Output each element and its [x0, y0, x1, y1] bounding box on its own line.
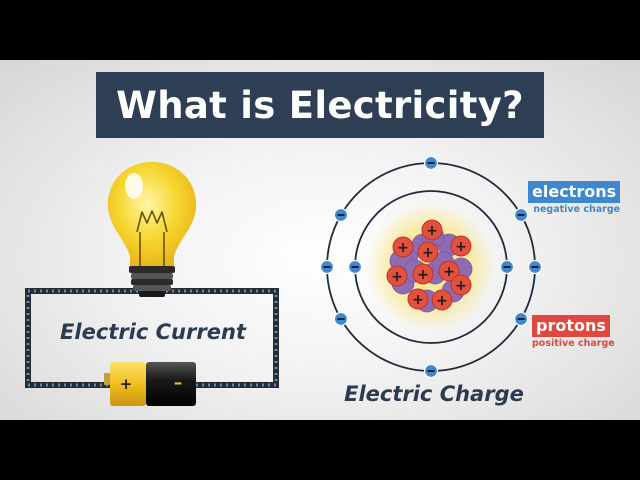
- proton: +: [386, 265, 408, 287]
- electron: [333, 207, 349, 223]
- svg-text:+: +: [417, 267, 429, 283]
- protons-sublabel: positive charge: [532, 338, 615, 349]
- electron: [347, 259, 363, 275]
- electrons-group: [319, 155, 543, 379]
- svg-text:+: +: [397, 240, 409, 256]
- svg-text:+: +: [412, 292, 424, 308]
- svg-text:+: +: [443, 264, 455, 280]
- diagram-panel: + – Electric Current ++++++++++ Electric…: [0, 60, 640, 420]
- battery-positive-sign: +: [120, 375, 133, 393]
- svg-text:+: +: [422, 245, 434, 261]
- proton: +: [431, 289, 453, 311]
- protons-legend: protons positive charge: [532, 315, 615, 349]
- electrons-label: electrons: [528, 181, 621, 203]
- proton: +: [407, 288, 429, 310]
- electric-charge-label: Electric Charge: [344, 382, 524, 406]
- proton: +: [421, 219, 443, 241]
- svg-text:+: +: [436, 293, 448, 309]
- electron: [513, 311, 529, 327]
- light-bulb-icon: [107, 162, 197, 297]
- diagram-canvas: + – Electric Current ++++++++++ Electric…: [25, 155, 543, 406]
- electrons-sublabel: negative charge: [533, 204, 621, 215]
- proton: +: [438, 260, 460, 282]
- battery-icon: + –: [104, 362, 196, 406]
- electron: [333, 311, 349, 327]
- title-banner: What is Electricity?: [96, 72, 544, 138]
- electron: [513, 207, 529, 223]
- svg-text:+: +: [455, 239, 467, 255]
- electron: [319, 259, 335, 275]
- page-title: What is Electricity?: [116, 83, 524, 127]
- battery-negative-sign: –: [174, 373, 183, 393]
- atom-diagram: ++++++++++: [319, 155, 543, 379]
- electron: [423, 363, 439, 379]
- svg-text:+: +: [455, 278, 467, 294]
- electron: [499, 259, 515, 275]
- nucleus: ++++++++++: [386, 219, 473, 313]
- proton: +: [417, 241, 439, 263]
- protons-label: protons: [532, 315, 610, 337]
- svg-text:+: +: [391, 269, 403, 285]
- electrons-legend: electrons negative charge: [528, 181, 621, 215]
- proton: +: [450, 274, 472, 296]
- proton: +: [392, 236, 414, 258]
- proton: +: [412, 263, 434, 285]
- electric-current-label: Electric Current: [60, 320, 247, 344]
- proton: +: [450, 235, 472, 257]
- electron: [527, 259, 543, 275]
- svg-text:+: +: [426, 223, 438, 239]
- electron: [423, 155, 439, 171]
